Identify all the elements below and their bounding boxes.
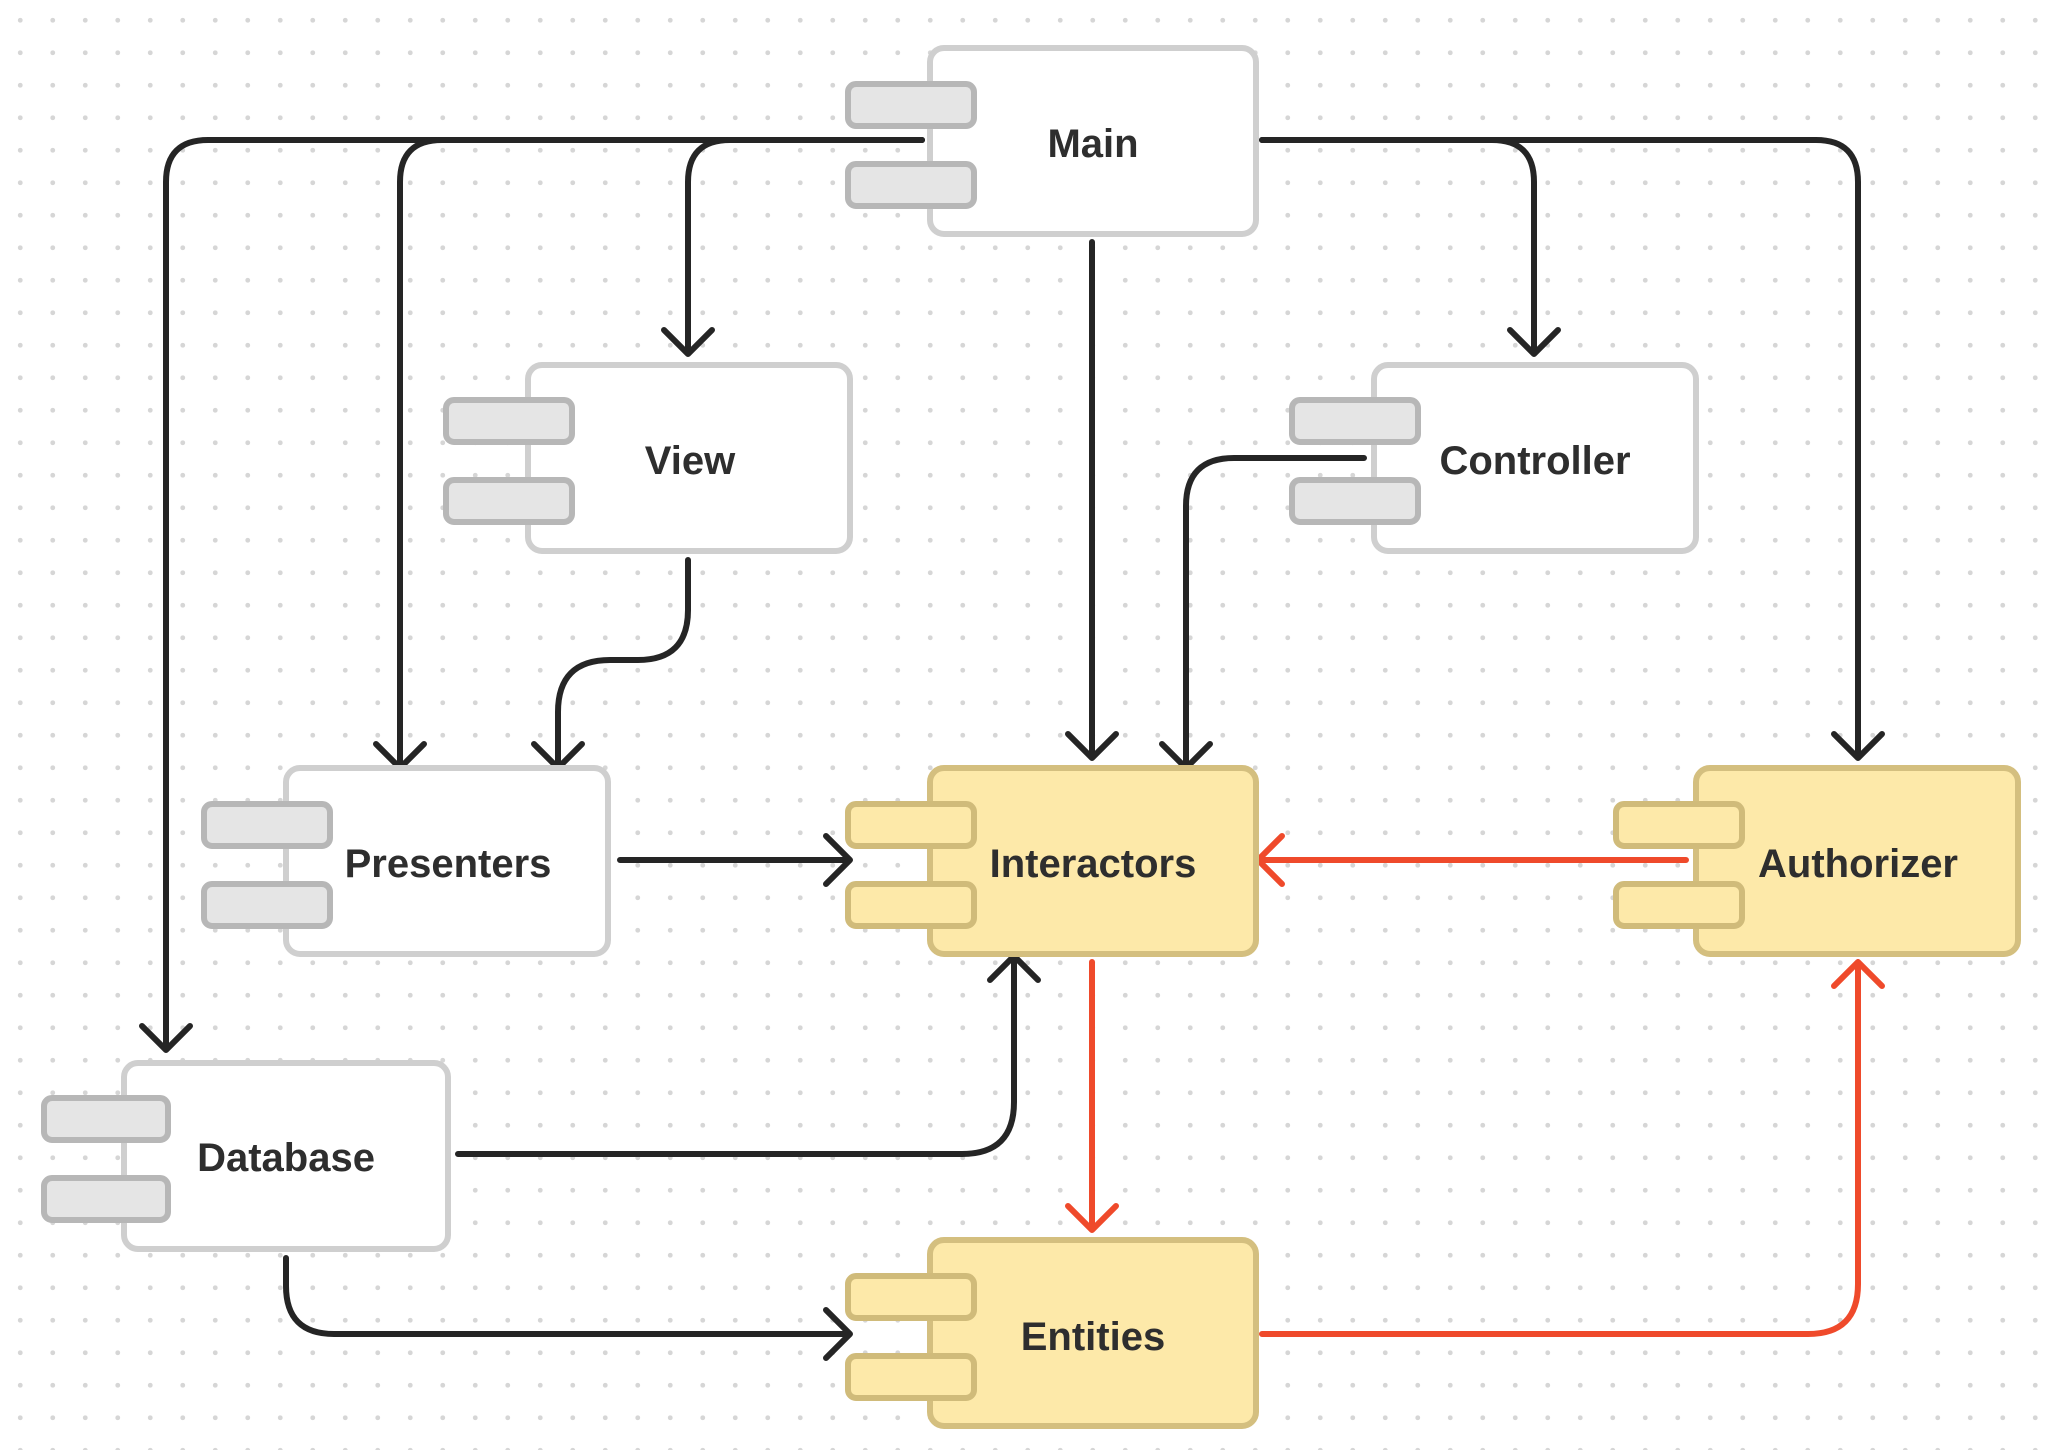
component-tab [41, 1175, 171, 1223]
component-presenters[interactable]: Presenters [201, 765, 611, 957]
component-authorizer[interactable]: Authorizer [1613, 765, 2021, 957]
edge-entities-to-authorizer [1259, 959, 1885, 1337]
component-database[interactable]: Database [41, 1060, 451, 1252]
edge-view-to-presenters [531, 557, 691, 771]
component-tab [845, 881, 977, 929]
component-tab [41, 1095, 171, 1143]
component-main[interactable]: Main [845, 45, 1259, 237]
component-view[interactable]: View [443, 362, 853, 554]
edge-main-to-authorizer [1259, 137, 1885, 761]
edge-main-to-view [661, 137, 925, 357]
component-tab [201, 801, 333, 849]
component-tab [845, 81, 977, 129]
edge-main-to-database [139, 137, 925, 1053]
component-tab [443, 477, 575, 525]
component-tab [1613, 881, 1745, 929]
edge-presenters-to-interactors [617, 833, 853, 887]
component-label-main: Main [1047, 122, 1138, 166]
component-label-view: View [645, 439, 736, 483]
component-label-presenters: Presenters [345, 842, 552, 886]
component-label-interactors: Interactors [990, 842, 1197, 886]
component-label-database: Database [197, 1136, 375, 1180]
edge-database-to-entities [283, 1255, 853, 1361]
edge-main-to-interactors [1065, 239, 1119, 761]
component-interactors[interactable]: Interactors [845, 765, 1259, 957]
component-entities[interactable]: Entities [845, 1237, 1259, 1429]
component-tab [845, 1273, 977, 1321]
edge-database-to-interactors [455, 953, 1041, 1157]
component-tab [1289, 477, 1421, 525]
component-label-entities: Entities [1021, 1315, 1165, 1359]
edge-interactors-to-entities [1065, 959, 1119, 1233]
component-tab [845, 801, 977, 849]
component-tab [443, 397, 575, 445]
component-tab [845, 1353, 977, 1401]
component-label-controller: Controller [1439, 439, 1630, 483]
component-controller[interactable]: Controller [1289, 362, 1699, 554]
component-tab [845, 161, 977, 209]
component-tab [1289, 397, 1421, 445]
component-tab [1613, 801, 1745, 849]
edge-main-to-controller [1259, 137, 1561, 357]
component-tab [201, 881, 333, 929]
component-label-authorizer: Authorizer [1758, 842, 1958, 886]
